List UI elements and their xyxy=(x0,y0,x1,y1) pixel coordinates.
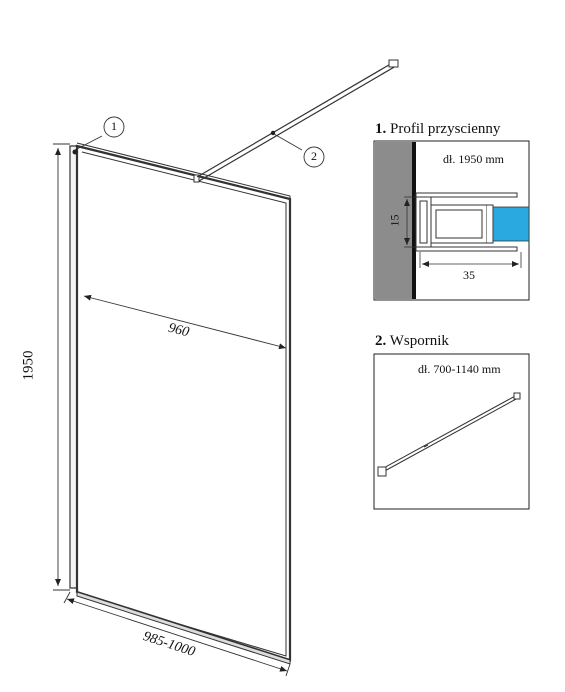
callout-leaders xyxy=(74,116,325,168)
profile-number: 1. xyxy=(375,121,387,137)
height-label: 1950 xyxy=(20,350,37,381)
total-width-dimension xyxy=(63,591,291,677)
support-title: 2. Wspornik xyxy=(375,333,449,350)
support-clamp xyxy=(193,174,200,183)
profile-dim-height: 15 xyxy=(387,214,402,227)
callout-1-label: 1 xyxy=(111,119,117,133)
wall-anchor-dot xyxy=(72,149,78,155)
callout-2-circle xyxy=(303,146,325,168)
support-number: 2. xyxy=(375,333,387,349)
support-length-label: dł. 700-1140 mm xyxy=(418,362,501,376)
detail-support-box xyxy=(373,353,530,510)
support-bar xyxy=(196,59,399,182)
support-title-text: Wspornik xyxy=(389,333,449,349)
profile-title-text: Profil przyscienny xyxy=(390,121,501,137)
inner-width-dimension xyxy=(83,294,287,350)
profile-length-label: dł. 1950 mm xyxy=(443,152,505,166)
height-dimension xyxy=(53,143,70,591)
panel-outer-edge xyxy=(75,144,292,662)
detail-profile-box xyxy=(373,140,530,301)
profile-dim-width: 35 xyxy=(463,268,475,282)
callout-2-label: 2 xyxy=(311,149,317,163)
profile-title: 1. Profil przyscienny xyxy=(375,121,500,138)
callout-1-circle xyxy=(103,116,125,138)
glass-section xyxy=(492,206,530,242)
glass-panel xyxy=(69,142,292,665)
wall-seal xyxy=(412,142,416,299)
